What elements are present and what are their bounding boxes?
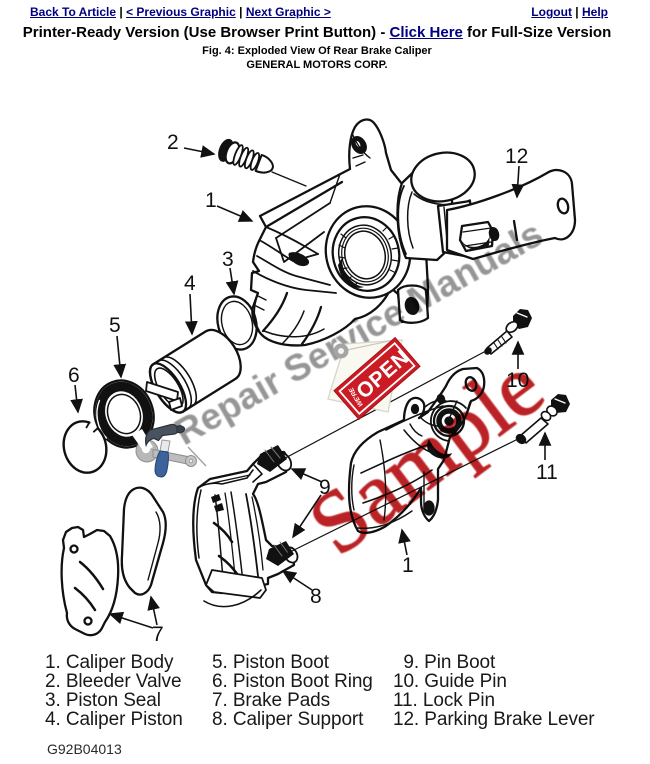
svg-text:9: 9 [319, 476, 331, 499]
svg-text:2: 2 [167, 131, 179, 154]
svg-text:12: 12 [505, 145, 528, 168]
svg-text:7: 7 [152, 623, 164, 646]
svg-text:11: 11 [536, 461, 558, 484]
svg-text:4: 4 [184, 272, 196, 295]
svg-text:6: 6 [68, 364, 80, 387]
svg-text:1: 1 [205, 189, 217, 212]
svg-text:3: 3 [222, 248, 234, 271]
svg-text:Sample: Sample [292, 338, 561, 574]
svg-text:5: 5 [109, 314, 121, 337]
svg-text:10: 10 [506, 369, 529, 392]
svg-text:1: 1 [402, 554, 414, 577]
svg-text:8: 8 [310, 585, 322, 608]
